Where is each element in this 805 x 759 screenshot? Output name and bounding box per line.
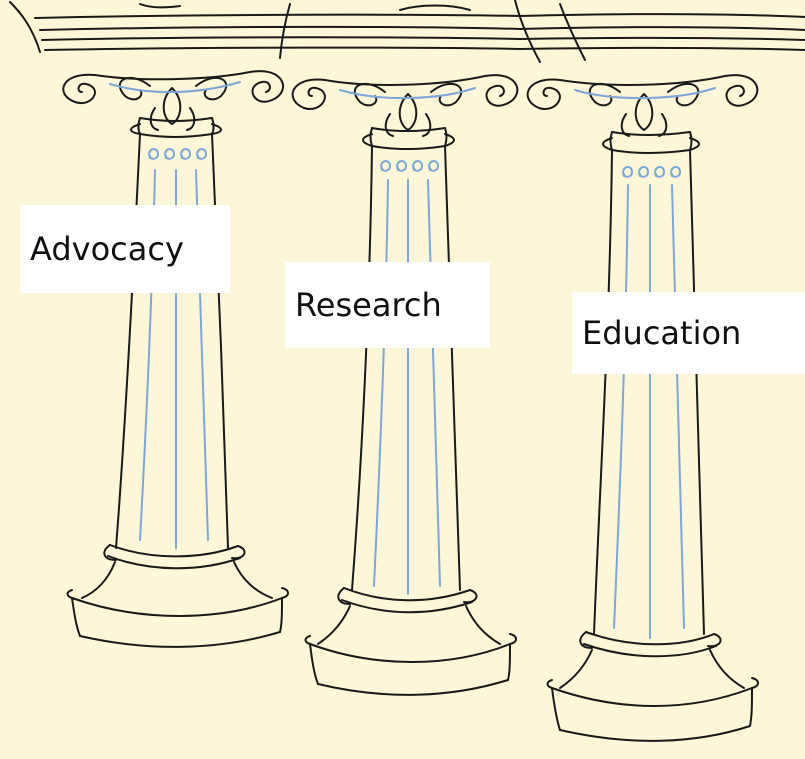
column-education (526, 74, 759, 742)
pillar-label-research: Research (285, 262, 490, 348)
column-research (291, 74, 519, 696)
pillar-label-advocacy: Advocacy (20, 205, 230, 293)
pillar-label-education: Education (572, 292, 805, 374)
column-advocacy (62, 70, 289, 648)
entablature (9, 0, 805, 63)
